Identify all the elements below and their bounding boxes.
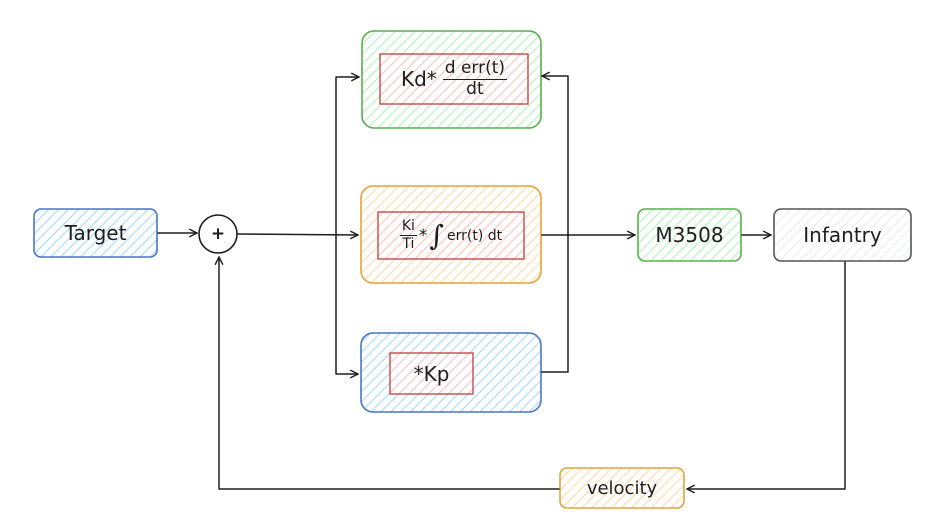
arrow-to-proportional: [335, 234, 359, 379]
arrow-sum-to-integral: [237, 230, 359, 240]
derivative-denominator: dt: [466, 78, 484, 99]
arrow-to-derivative: [335, 72, 360, 236]
integral-sign: ∫: [429, 218, 445, 252]
proportional-label: *Kp: [413, 361, 450, 386]
sum-label: +: [210, 224, 226, 244]
arrow-feedback-to-sum: [214, 256, 560, 490]
motor-label: M3508: [655, 223, 724, 247]
derivative-fraction: d err(t) dt: [442, 57, 508, 99]
derivative-expression: Kd* d err(t) dt: [380, 54, 528, 104]
integral-expression: Ki Ti * ∫ err(t) dt: [378, 212, 524, 259]
feedback-box: [559, 467, 685, 509]
plant-label: Infantry: [803, 223, 882, 247]
proportional-output-line: [541, 234, 569, 373]
plant-box: [773, 208, 912, 262]
target-box: [33, 208, 158, 258]
integral-integrand: err(t) dt: [447, 227, 503, 244]
derivative-output-line: [541, 71, 569, 236]
feedback-label: velocity: [586, 477, 658, 499]
derivative-coef: Kd*: [400, 67, 437, 91]
arrow-plant-to-feedback: [686, 261, 846, 494]
derivative-numerator: d err(t): [442, 57, 508, 80]
sum-junction: [198, 214, 238, 254]
motor-box: [637, 208, 742, 262]
integral-gain-den: Ti: [402, 236, 415, 252]
integral-times: *: [418, 225, 428, 246]
integral-gain-num: Ki: [399, 218, 417, 236]
target-label: Target: [64, 221, 127, 245]
integral-gain-fraction: Ki Ti: [399, 218, 417, 252]
proportional-inner-box: [389, 352, 474, 395]
